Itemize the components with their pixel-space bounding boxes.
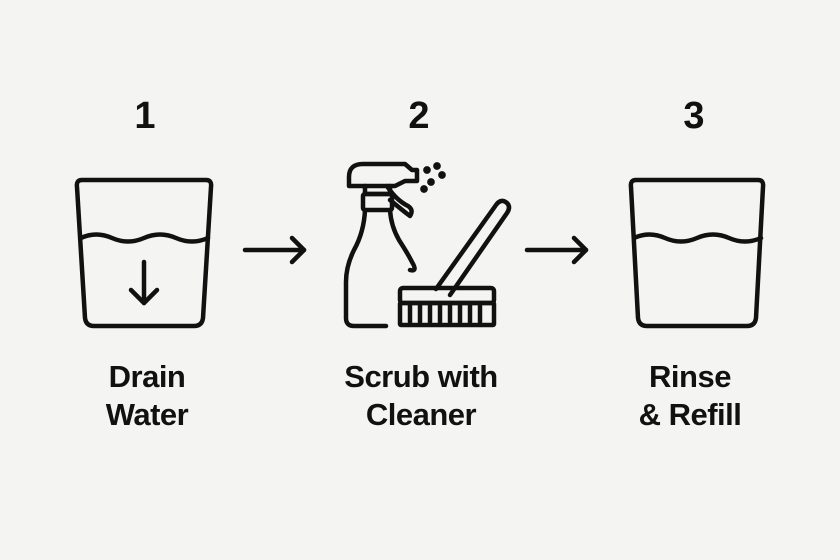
step-2-label-line-2: Cleaner <box>365 397 477 432</box>
arrow-right-icon-2 <box>524 235 589 265</box>
step-1-number: 1 <box>134 95 156 137</box>
step-2-number: 2 <box>408 95 430 137</box>
step-1-label-line-1: Drain <box>108 359 186 394</box>
step-3-label-line-2: & Refill <box>638 397 742 432</box>
step-3-label: Rinse & Refill <box>570 358 810 434</box>
bucket-full-icon <box>628 177 766 329</box>
bucket-drain-icon <box>74 177 214 329</box>
arrow-right-icon-1 <box>242 235 307 265</box>
step-3-label-line-1: Rinse <box>649 359 731 394</box>
step-1-label: Drain Water <box>27 358 267 434</box>
scrub-brush-icon <box>397 198 512 328</box>
step-2-label-line-1: Scrub with <box>344 359 498 394</box>
step-3-number: 3 <box>683 95 705 137</box>
step-2-label: Scrub with Cleaner <box>301 358 541 434</box>
spray-bottle-icon <box>343 161 446 329</box>
step-1-label-line-2: Water <box>105 397 189 432</box>
